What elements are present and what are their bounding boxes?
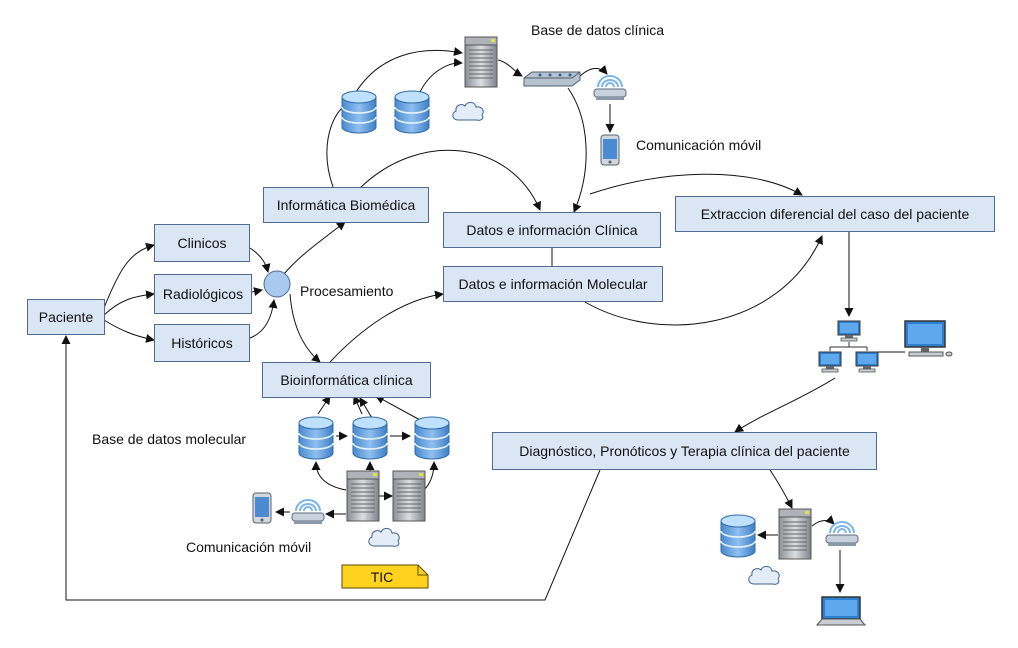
database-icon	[298, 416, 334, 460]
tic-note-fold	[417, 565, 428, 576]
arrow-server-wifi-bottom	[811, 515, 835, 527]
database-icon	[414, 416, 450, 460]
arrow-datos-extraccion	[589, 173, 803, 196]
box-datos-molecular: Datos e información Molecular	[443, 266, 663, 302]
arrow-db1-server	[355, 47, 463, 93]
box-informatica-biomedica: Informática Biomédica	[263, 187, 429, 223]
cloud-icon	[368, 527, 400, 547]
wifi-access-point-icon	[291, 499, 325, 525]
server-icon	[464, 36, 498, 88]
desktop-computer-icon	[904, 320, 953, 357]
database-icon	[720, 514, 756, 558]
label-com-movil-top: Comunicación móvil	[636, 137, 762, 153]
database-icon	[341, 90, 377, 134]
server-icon	[346, 470, 380, 522]
wifi-access-point-icon	[593, 75, 627, 101]
wifi-access-point-icon	[825, 521, 859, 547]
mobile-phone-icon	[252, 492, 272, 524]
arrow-bioinformatica-molecular	[329, 290, 444, 363]
box-datos-clinica: Datos e información Clínica	[443, 212, 661, 248]
network-link-lines	[829, 342, 868, 351]
arrow-db-b-bioinformatica	[353, 395, 363, 415]
arrow-informatica-db	[326, 107, 343, 188]
arrow-db-c-bioinformatica-1	[375, 395, 421, 421]
server-icon	[778, 508, 812, 560]
tic-note-shape	[341, 564, 429, 589]
laptop-icon	[816, 596, 866, 626]
database-icon	[352, 416, 388, 460]
label-com-movil-bottom: Comunicación móvil	[186, 539, 312, 555]
arrow-network-diagnostico	[734, 377, 836, 433]
arrow-informatica-datos-clinica	[359, 149, 541, 211]
label-base-molecular: Base de datos molecular	[92, 431, 247, 447]
arrow-molecular-extraccion	[584, 235, 823, 326]
arrow-server-db-c	[423, 461, 439, 491]
box-diagnostico: Diagnóstico, Pronóticos y Terapia clínic…	[492, 432, 877, 470]
label-base-clinica: Base de datos clínica	[531, 22, 665, 38]
arrow-db2-server	[419, 57, 463, 93]
arrow-radiologicos-node	[251, 287, 263, 296]
box-clinicos: Clinicos	[154, 224, 250, 262]
label-procesamiento: Procesamiento	[300, 283, 394, 299]
arrow-node-bioinformatica	[289, 293, 321, 363]
procesamiento-node	[263, 270, 291, 298]
arrow-clinicos-node	[249, 247, 271, 273]
box-historicos: Históricos	[154, 324, 250, 362]
tic-note-label: TIC	[370, 569, 394, 585]
arrow-router-datos-clinica	[567, 87, 587, 213]
arrow-server-db-a	[311, 461, 347, 491]
arrow-paciente-radiologicos	[103, 290, 155, 316]
cloud-icon	[748, 565, 780, 585]
arrow-historicos-node	[249, 299, 278, 339]
network-computer-icon	[855, 351, 879, 373]
box-bioinformatica-clinica: Bioinformática clínica	[262, 362, 431, 398]
router-icon	[523, 71, 581, 87]
arrow-db-b-bioinformatica-2	[359, 397, 373, 419]
mobile-phone-icon	[600, 134, 620, 166]
box-radiologicos: Radiológicos	[154, 274, 252, 314]
arrow-server-router	[497, 59, 523, 77]
database-icon	[394, 90, 430, 134]
network-computer-icon	[837, 320, 861, 342]
box-paciente: Paciente	[27, 299, 105, 335]
arrow-diagnostico-paciente	[61, 335, 601, 601]
arrow-paciente-clinicos	[103, 242, 155, 309]
arrow-router-wifi	[577, 65, 608, 79]
server-icon	[392, 470, 426, 522]
box-extraccion: Extraccion diferencial del caso del paci…	[675, 196, 995, 232]
arrow-db-a-bioinformatica	[317, 395, 331, 415]
arrow-paciente-historicos	[103, 319, 155, 343]
cloud-icon	[452, 101, 484, 121]
arrow-node-informatica	[283, 221, 346, 275]
arrow-diagnostico-server	[769, 469, 793, 509]
network-computer-icon	[818, 351, 842, 373]
